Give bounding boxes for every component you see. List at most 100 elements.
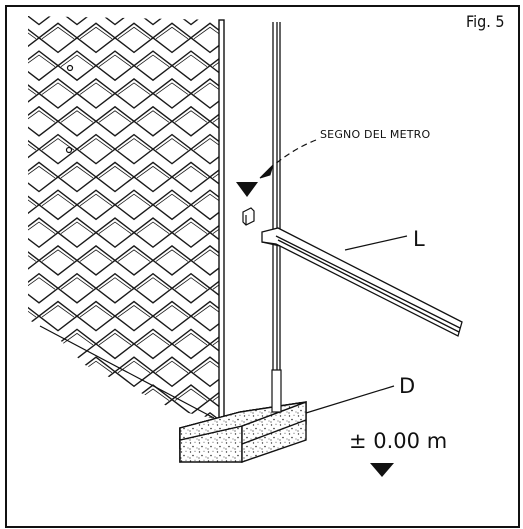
figure-number: Fig. 5 bbox=[466, 12, 505, 31]
mesh-diamond-inner bbox=[60, 221, 94, 234]
mesh-diamond-inner bbox=[212, 165, 222, 179]
mesh-bolt-hole bbox=[65, 146, 73, 154]
arrow-head bbox=[259, 164, 274, 179]
mesh-diamond-inner bbox=[289, 333, 321, 345]
mesh-diamond-inner bbox=[117, 193, 151, 207]
mesh-diamond-inner bbox=[28, 54, 56, 67]
mesh-diamond bbox=[286, 162, 324, 191]
mesh-diamond bbox=[229, 23, 267, 52]
mesh-diamond bbox=[286, 107, 324, 136]
mesh-diamond-inner bbox=[308, 306, 340, 318]
mesh-diamond-inner bbox=[79, 360, 113, 374]
mesh-diamond bbox=[208, 217, 222, 249]
mesh-diamond bbox=[0, 51, 20, 80]
mesh-diamond-inner bbox=[308, 417, 340, 429]
mesh-diamond-inner bbox=[174, 110, 208, 123]
mesh-diamond-inner bbox=[212, 277, 222, 290]
mesh-diamond bbox=[28, 133, 41, 165]
mesh-diamond bbox=[37, 411, 79, 420]
mesh-diamond-inner bbox=[41, 82, 75, 95]
mesh-diamond-inner bbox=[0, 333, 17, 345]
mesh-diamond-inner bbox=[289, 278, 321, 290]
mesh-diamond bbox=[189, 245, 222, 276]
mesh-diamond bbox=[0, 23, 1, 52]
mesh-diamond-inner bbox=[98, 332, 132, 346]
bracket-clip bbox=[242, 207, 255, 226]
mesh-diamond-inner bbox=[232, 306, 264, 318]
mesh-diamond-inner bbox=[155, 193, 189, 207]
mesh-diamond-inner bbox=[174, 388, 208, 401]
mesh-diamond-inner bbox=[41, 138, 75, 151]
rail-label: L bbox=[413, 227, 425, 251]
concrete-base bbox=[179, 400, 307, 463]
mesh-diamond bbox=[28, 189, 41, 221]
mesh-diamond-inner bbox=[79, 249, 113, 262]
mesh-diamond-inner bbox=[155, 360, 189, 374]
mesh-diamond bbox=[0, 413, 1, 442]
mesh-diamond-inner bbox=[0, 55, 17, 67]
mesh-diamond-inner bbox=[28, 249, 37, 262]
mesh-diamond bbox=[37, 356, 79, 388]
mesh-diamond bbox=[170, 16, 212, 26]
mesh-diamond-inner bbox=[117, 360, 151, 374]
mesh-diamond-inner bbox=[174, 165, 208, 179]
mesh-diamond-inner bbox=[60, 110, 94, 123]
mesh-diamond-inner bbox=[155, 138, 189, 151]
mesh-diamond-inner bbox=[232, 27, 264, 39]
mesh-diamond-inner bbox=[79, 305, 113, 318]
mesh-diamond bbox=[189, 356, 222, 388]
mesh-diamond-inner bbox=[174, 332, 208, 346]
mesh-diamond-inner bbox=[232, 139, 264, 151]
mesh-panel bbox=[0, 0, 340, 442]
mesh-bottom-edge bbox=[39, 325, 215, 419]
mesh-diamond-inner bbox=[289, 389, 321, 401]
mesh-diamond bbox=[94, 16, 136, 26]
mesh-diamond-inner bbox=[0, 222, 17, 234]
mesh-diamond-inner bbox=[136, 165, 170, 179]
mesh-diamond bbox=[0, 385, 20, 414]
mesh-diamond bbox=[189, 300, 222, 332]
mesh-diamond-inner bbox=[117, 416, 151, 420]
mesh-diamond-inner bbox=[117, 26, 151, 40]
mesh-diamond-inner bbox=[232, 194, 264, 206]
mesh-diamond-inner bbox=[308, 27, 340, 39]
mesh-diamond-inner bbox=[28, 110, 56, 123]
mesh-diamond bbox=[189, 133, 222, 165]
mesh-diamond-inner bbox=[251, 55, 283, 67]
mesh-diamond bbox=[56, 384, 98, 415]
mesh-diamond-inner bbox=[212, 332, 222, 346]
mesh-diamond bbox=[229, 246, 267, 275]
mesh-frame-post bbox=[218, 19, 225, 421]
leader-rail bbox=[344, 235, 408, 251]
mesh-diamond-inner bbox=[213, 0, 245, 11]
mesh-diamond-inner bbox=[289, 166, 321, 178]
mesh-diamond bbox=[0, 218, 20, 247]
mesh-diamond bbox=[28, 78, 41, 109]
mesh-diamond-inner bbox=[98, 388, 132, 401]
base-label: D bbox=[399, 374, 416, 398]
mesh-diamond bbox=[0, 0, 20, 25]
mesh-diamond bbox=[208, 328, 222, 360]
mesh-diamond-inner bbox=[28, 82, 37, 95]
mesh-diamond-inner bbox=[117, 82, 151, 95]
mesh-diamond-inner bbox=[79, 26, 113, 40]
mesh-diamond-inner bbox=[155, 249, 189, 262]
mesh-diamond bbox=[208, 384, 222, 415]
mesh-diamond bbox=[0, 107, 20, 136]
mesh-diamond-inner bbox=[270, 27, 302, 39]
post-foot bbox=[271, 369, 282, 413]
mesh-diamond-inner bbox=[232, 83, 264, 95]
mesh-diamond-inner bbox=[28, 138, 37, 151]
mesh-diamond bbox=[28, 411, 41, 420]
mesh-diamond-inner bbox=[117, 138, 151, 151]
mesh-diamond-inner bbox=[28, 360, 37, 374]
mesh-diamond-inner bbox=[155, 26, 189, 40]
mesh-diamond-inner bbox=[212, 54, 222, 67]
mesh-diamond-inner bbox=[28, 416, 37, 420]
mesh-diamond-inner bbox=[79, 138, 113, 151]
mesh-diamond-inner bbox=[79, 193, 113, 207]
mesh-diamond-inner bbox=[23, 0, 55, 11]
mesh-diamond-inner bbox=[41, 249, 75, 262]
mesh-diamond bbox=[0, 79, 1, 108]
mesh-diamond-inner bbox=[270, 83, 302, 95]
